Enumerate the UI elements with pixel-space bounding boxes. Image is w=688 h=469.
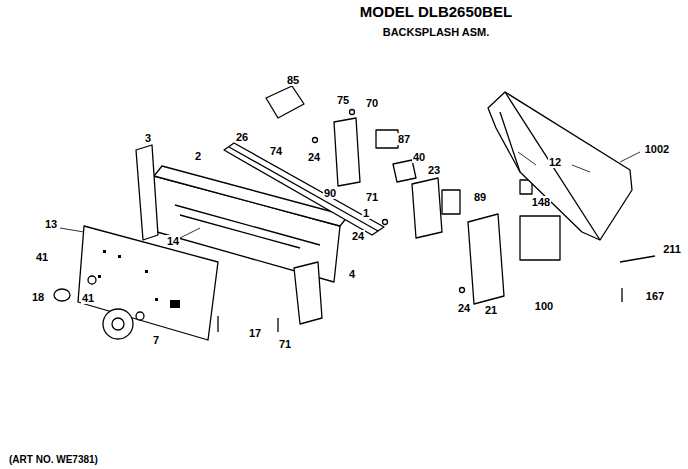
callout-number: 70 bbox=[365, 97, 379, 109]
callout-number: 167 bbox=[645, 290, 665, 302]
knob bbox=[103, 309, 133, 339]
end-cap bbox=[136, 145, 158, 240]
callout-number: 14 bbox=[166, 235, 180, 247]
callout-number: 85 bbox=[286, 74, 300, 86]
callout-number: 71 bbox=[278, 338, 292, 350]
callout-number: 89 bbox=[473, 191, 487, 203]
grommet bbox=[88, 276, 96, 284]
callout-number: 2 bbox=[194, 150, 202, 162]
callout-number: 211 bbox=[662, 243, 682, 255]
callout-number: 41 bbox=[81, 292, 95, 304]
callout-number: 13 bbox=[44, 218, 58, 230]
callout-number: 148 bbox=[531, 196, 551, 208]
callout-number: 75 bbox=[336, 94, 350, 106]
assembly-name: BACKSPLASH ASM. bbox=[382, 26, 491, 38]
callout-number: 18 bbox=[31, 291, 45, 303]
knob-small bbox=[54, 289, 70, 301]
switch bbox=[393, 160, 416, 182]
callout-number: 24 bbox=[307, 151, 321, 163]
switch bbox=[266, 86, 304, 118]
relay bbox=[442, 190, 460, 214]
leader-lines bbox=[60, 152, 640, 238]
relay bbox=[376, 130, 398, 148]
callout-number: 41 bbox=[35, 251, 49, 263]
diagram-title: MODEL DLB2650BEL bbox=[359, 4, 513, 21]
art-number-caption: (ART NO. WE7381) bbox=[8, 454, 99, 465]
callout-number: 1 bbox=[362, 207, 370, 219]
callout-number: 12 bbox=[548, 156, 562, 168]
callout-number: 24 bbox=[351, 230, 365, 242]
callout-number: 90 bbox=[323, 187, 337, 199]
callout-number: 21 bbox=[484, 304, 498, 316]
circuit-board bbox=[468, 214, 504, 304]
backsplash-cover bbox=[488, 92, 632, 240]
bracket-board bbox=[334, 118, 360, 186]
callout-number: 3 bbox=[144, 132, 152, 144]
callout-number: 40 bbox=[412, 151, 426, 163]
callout-number: 71 bbox=[365, 191, 379, 203]
callout-number: 17 bbox=[248, 327, 262, 339]
callout-number: 74 bbox=[269, 145, 283, 157]
callout-number: 7 bbox=[152, 334, 160, 346]
callout-number: 1002 bbox=[644, 143, 670, 155]
grommet bbox=[136, 312, 144, 320]
callout-number: 4 bbox=[348, 268, 356, 280]
callout-number: 23 bbox=[427, 164, 441, 176]
clock-timer bbox=[520, 216, 560, 260]
callout-number: 87 bbox=[397, 133, 411, 145]
callout-number: 100 bbox=[534, 300, 554, 312]
end-cap bbox=[294, 262, 322, 324]
callout-number: 24 bbox=[457, 302, 471, 314]
bracket bbox=[412, 178, 442, 238]
trim-bar bbox=[224, 143, 384, 235]
callout-number: 26 bbox=[235, 131, 249, 143]
